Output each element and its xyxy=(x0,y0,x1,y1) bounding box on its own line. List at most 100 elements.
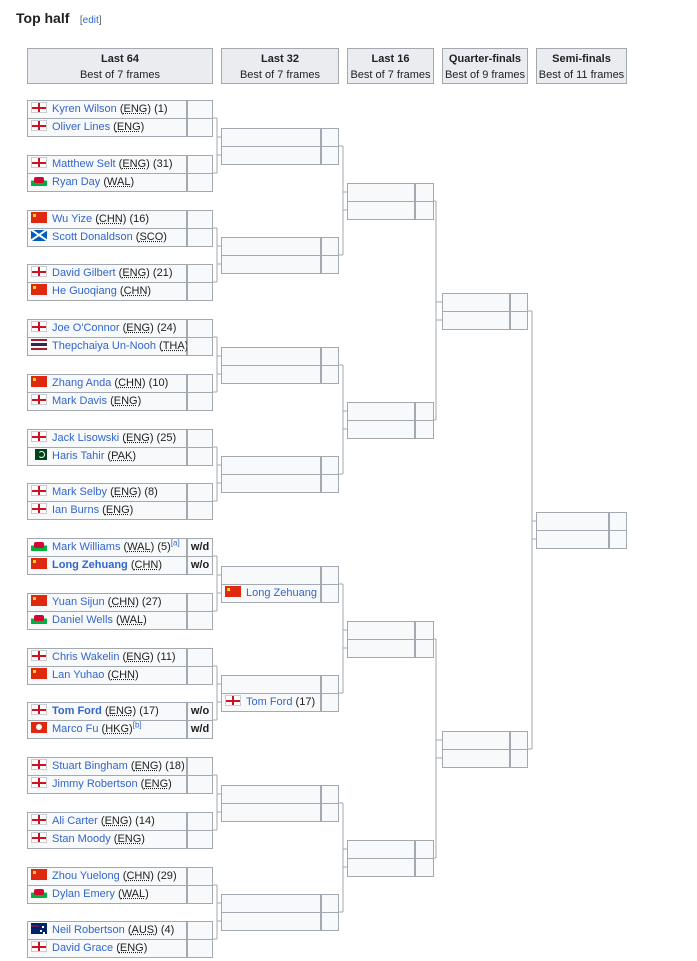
flag-eng-icon xyxy=(31,431,47,442)
country-code[interactable]: ENG xyxy=(123,103,148,115)
player-name[interactable]: Tom Ford xyxy=(246,696,293,708)
country-code[interactable]: WAL xyxy=(107,176,131,188)
player-entry: Ian Burns (ENG) xyxy=(31,501,133,520)
score-cell xyxy=(187,483,213,502)
country-wrapper: (CHN) xyxy=(119,870,154,882)
flag-chn-icon xyxy=(31,668,47,679)
country-code[interactable]: PAK xyxy=(111,450,133,462)
seed-number: 4 xyxy=(164,924,171,936)
country-code[interactable]: CHN xyxy=(118,377,142,389)
country-code[interactable]: ENG xyxy=(134,760,159,772)
player-name[interactable]: Matthew Selt xyxy=(52,158,116,170)
country-code[interactable]: CHN xyxy=(126,870,151,882)
country-code[interactable]: ENG xyxy=(117,833,142,845)
country-code[interactable]: ENG xyxy=(126,651,151,663)
country-code[interactable]: WAL xyxy=(119,614,144,626)
player-name[interactable]: He Guoqiang xyxy=(52,285,117,297)
country-code[interactable]: HKG xyxy=(105,723,130,735)
player-name[interactable]: David Gilbert xyxy=(52,267,116,279)
player-name[interactable]: Scott Donaldson xyxy=(52,231,133,243)
country-code[interactable]: ENG xyxy=(126,322,151,334)
country-code[interactable]: ENG xyxy=(144,778,169,790)
footnote-link[interactable]: [b] xyxy=(132,720,142,730)
country-code[interactable]: CHN xyxy=(134,559,159,571)
player-name[interactable]: Neil Robertson xyxy=(52,924,125,936)
player-name[interactable]: Jack Lisowski xyxy=(52,432,120,444)
player-name[interactable]: Jimmy Robertson xyxy=(52,778,138,790)
player-entry: Kyren Wilson (ENG) (1) xyxy=(31,100,168,119)
player-entry: Mark Davis (ENG) xyxy=(31,392,141,411)
country-code[interactable]: ENG xyxy=(108,705,133,717)
seed: (8) xyxy=(141,486,158,498)
country-code[interactable]: WAL xyxy=(121,888,146,900)
country-code[interactable]: ENG xyxy=(104,815,129,827)
country-code[interactable]: CHN xyxy=(123,285,148,297)
quarter-final-match-bottom-score xyxy=(510,749,528,768)
player-name[interactable]: Dylan Emery xyxy=(52,888,115,900)
player-slot xyxy=(27,392,187,411)
country-code[interactable]: CHN xyxy=(111,596,136,608)
last16-match-top-slot xyxy=(347,183,415,202)
player-name[interactable]: Thepchaiya Un-Nooh xyxy=(52,340,156,352)
player-slot xyxy=(27,720,187,739)
country-code[interactable]: ENG xyxy=(113,395,138,407)
player-name[interactable]: Zhang Anda xyxy=(52,377,112,389)
player-name[interactable]: Ryan Day xyxy=(52,176,101,188)
footnote-link[interactable]: [a] xyxy=(170,538,180,548)
country-code[interactable]: ENG xyxy=(116,121,141,133)
player-name[interactable]: Long Zehuang xyxy=(246,587,317,599)
last32-match-top-score xyxy=(321,128,339,147)
country-code[interactable]: AUS xyxy=(131,924,155,936)
score-cell xyxy=(187,337,213,356)
player-name[interactable]: Haris Tahir xyxy=(52,450,105,462)
seed-number: 10 xyxy=(152,377,165,389)
flag-tha-icon xyxy=(31,339,47,350)
country-code[interactable]: ENG xyxy=(113,486,138,498)
last16-match-bottom-slot xyxy=(347,420,415,439)
country-code[interactable]: ENG xyxy=(119,942,144,954)
seed-number: 27 xyxy=(145,596,158,608)
player-name[interactable]: Mark Williams xyxy=(52,541,121,553)
player-name[interactable]: Lan Yuhao xyxy=(52,669,105,681)
country-code[interactable]: WAL xyxy=(127,541,151,553)
player-name[interactable]: Zhou Yuelong xyxy=(52,870,120,882)
country-code[interactable]: ENG xyxy=(105,504,130,516)
player-name[interactable]: Yuan Sijun xyxy=(52,596,105,608)
player-name[interactable]: David Grace xyxy=(52,942,114,954)
player-name[interactable]: Ali Carter xyxy=(52,815,98,827)
flag-wal-icon xyxy=(31,540,47,551)
player-name[interactable]: Stan Moody xyxy=(52,833,111,845)
country-wrapper: (PAK) xyxy=(104,450,136,462)
country-code[interactable]: ENG xyxy=(122,267,147,279)
player-name[interactable]: Daniel Wells xyxy=(52,614,113,626)
player-name[interactable]: Wu Yize xyxy=(52,213,93,225)
player-name[interactable]: Mark Davis xyxy=(52,395,108,407)
player-name[interactable]: Ian Burns xyxy=(52,504,100,516)
player-name[interactable]: Long Zehuang xyxy=(52,559,128,571)
country-wrapper: (WAL) xyxy=(100,176,135,188)
country-code[interactable]: THA xyxy=(162,340,185,352)
country-code[interactable]: SCO xyxy=(139,231,164,243)
player-name[interactable]: Kyren Wilson xyxy=(52,103,117,115)
flag-chn-icon xyxy=(31,376,47,387)
player-name[interactable]: Mark Selby xyxy=(52,486,108,498)
player-name[interactable]: Joe O'Connor xyxy=(52,322,120,334)
player-name[interactable]: Chris Wakelin xyxy=(52,651,120,663)
flag-eng-icon xyxy=(31,759,47,770)
country-code[interactable]: CHN xyxy=(98,213,123,225)
country-code[interactable]: ENG xyxy=(122,158,147,170)
quarter-final-match-top-score xyxy=(510,293,528,312)
last16-match-bottom-score xyxy=(415,858,434,877)
edit-link[interactable]: edit xyxy=(82,15,99,26)
country-code[interactable]: ENG xyxy=(125,432,150,444)
player-entry: Zhang Anda (CHN) (10) xyxy=(31,374,168,393)
score-cell xyxy=(187,830,213,849)
seed: (24) xyxy=(153,322,177,334)
player-name[interactable]: Oliver Lines xyxy=(52,121,111,133)
country-wrapper: (ENG) xyxy=(113,942,148,954)
player-name[interactable]: Tom Ford xyxy=(52,705,102,717)
country-code[interactable]: CHN xyxy=(111,669,135,681)
player-name[interactable]: Stuart Bingham xyxy=(52,760,128,772)
player-name[interactable]: Marco Fu xyxy=(52,723,99,735)
